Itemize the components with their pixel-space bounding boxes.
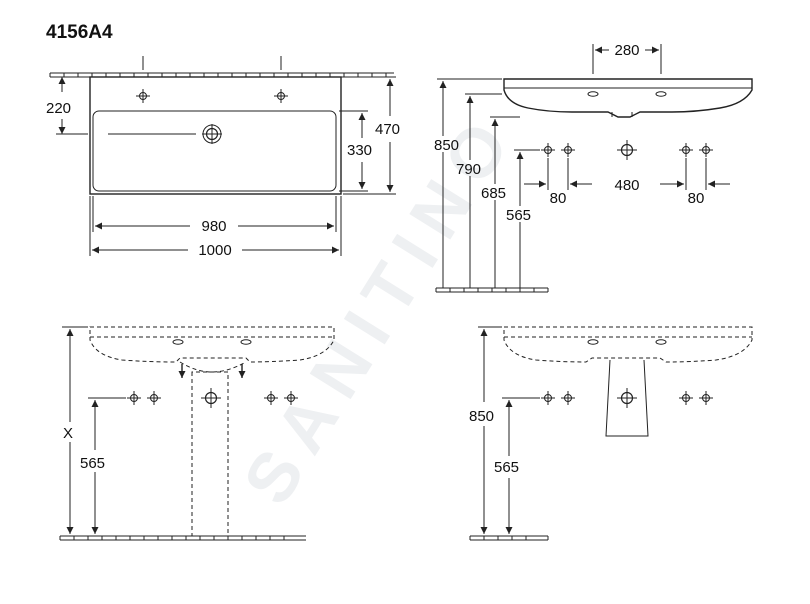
fixing-point-icon — [698, 142, 714, 158]
dim-280: 280 — [614, 42, 639, 59]
pedestal-view: X 565 — [59, 326, 335, 541]
fixing-point-icon — [560, 142, 576, 158]
fixing-point-icon — [560, 390, 576, 406]
dim-850-front: 850 — [434, 137, 459, 154]
tap-hole-icon — [135, 88, 151, 104]
basin-outline — [89, 76, 342, 195]
floor-hatch — [435, 287, 549, 293]
fixing-point-icon — [146, 390, 162, 406]
watermark-text: SANITINO — [228, 97, 531, 517]
dim-850-semi: 850 — [469, 408, 494, 425]
dim-1000: 1000 — [198, 242, 231, 259]
dim-80-left: 80 — [550, 190, 567, 207]
dim-x: X — [63, 425, 73, 442]
front-view: 280 80 480 80 850 790 685 — [434, 42, 753, 293]
floor-hatch — [59, 535, 306, 541]
dim-980: 980 — [201, 218, 226, 235]
pedestal-column — [191, 371, 229, 537]
fixing-point-icon — [678, 142, 694, 158]
basin-bowl — [92, 110, 337, 192]
drain-icon — [616, 387, 638, 409]
basin-profile — [503, 78, 753, 118]
drain-icon — [616, 139, 638, 161]
semi-pedestal-view: 850 565 — [469, 326, 753, 541]
dim-470: 470 — [375, 121, 400, 138]
dim-220: 220 — [46, 100, 71, 117]
dim-80-right: 80 — [688, 190, 705, 207]
dim-565-semi: 565 — [494, 459, 519, 476]
dim-480: 480 — [614, 177, 639, 194]
top-view: 220 470 330 980 1000 — [46, 56, 400, 259]
dim-790: 790 — [456, 161, 481, 178]
fixing-point-icon — [540, 390, 556, 406]
fixing-point-icon — [540, 142, 556, 158]
tap-hole-icon — [273, 88, 289, 104]
dim-565-pedestal: 565 — [80, 455, 105, 472]
dim-330: 330 — [347, 142, 372, 159]
fixing-point-icon — [678, 390, 694, 406]
fixing-point-icon — [126, 390, 142, 406]
pedestal-basin-profile — [89, 326, 335, 363]
dim-565-front: 565 — [506, 207, 531, 224]
floor-hatch — [469, 535, 549, 541]
drain-icon — [201, 123, 223, 145]
fixing-point-icon — [698, 390, 714, 406]
model-number: 4156A4 — [46, 22, 113, 43]
semi-pedestal — [605, 359, 649, 437]
drain-icon — [200, 387, 222, 409]
semi-pedestal-basin-profile — [503, 326, 753, 363]
dim-685: 685 — [481, 185, 506, 202]
